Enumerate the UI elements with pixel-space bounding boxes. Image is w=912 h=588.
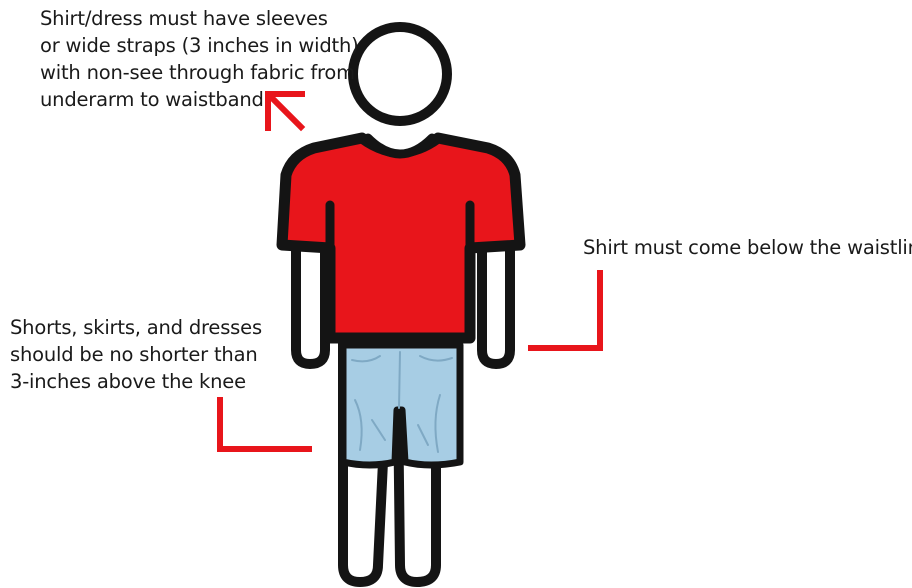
head (353, 27, 447, 121)
sleeves-rule-line-4: underarm to waistband (40, 86, 359, 113)
waistline-rule-line-1: Shirt must come below the waistline (583, 234, 912, 261)
corner-bracket-left-icon (220, 397, 312, 449)
right-arm (482, 240, 510, 364)
left-arm (296, 240, 325, 364)
length-rule-line-3: 3-inches above the knee (10, 368, 262, 395)
sleeves-rule-line-2: or wide straps (3 inches in width) (40, 32, 359, 59)
waistline-rule-note: Shirt must come below the waistline (583, 234, 912, 261)
sleeves-rule-note: Shirt/dress must have sleeves or wide st… (40, 5, 359, 113)
length-rule-line-2: should be no shorter than (10, 341, 262, 368)
length-rule-note: Shorts, skirts, and dresses should be no… (10, 314, 262, 395)
corner-bracket-right-icon (528, 270, 600, 348)
length-rule-line-1: Shorts, skirts, and dresses (10, 314, 262, 341)
sleeves-rule-line-3: with non-see through fabric from (40, 59, 359, 86)
shorts (343, 345, 460, 465)
sleeves-rule-line-1: Shirt/dress must have sleeves (40, 5, 359, 32)
